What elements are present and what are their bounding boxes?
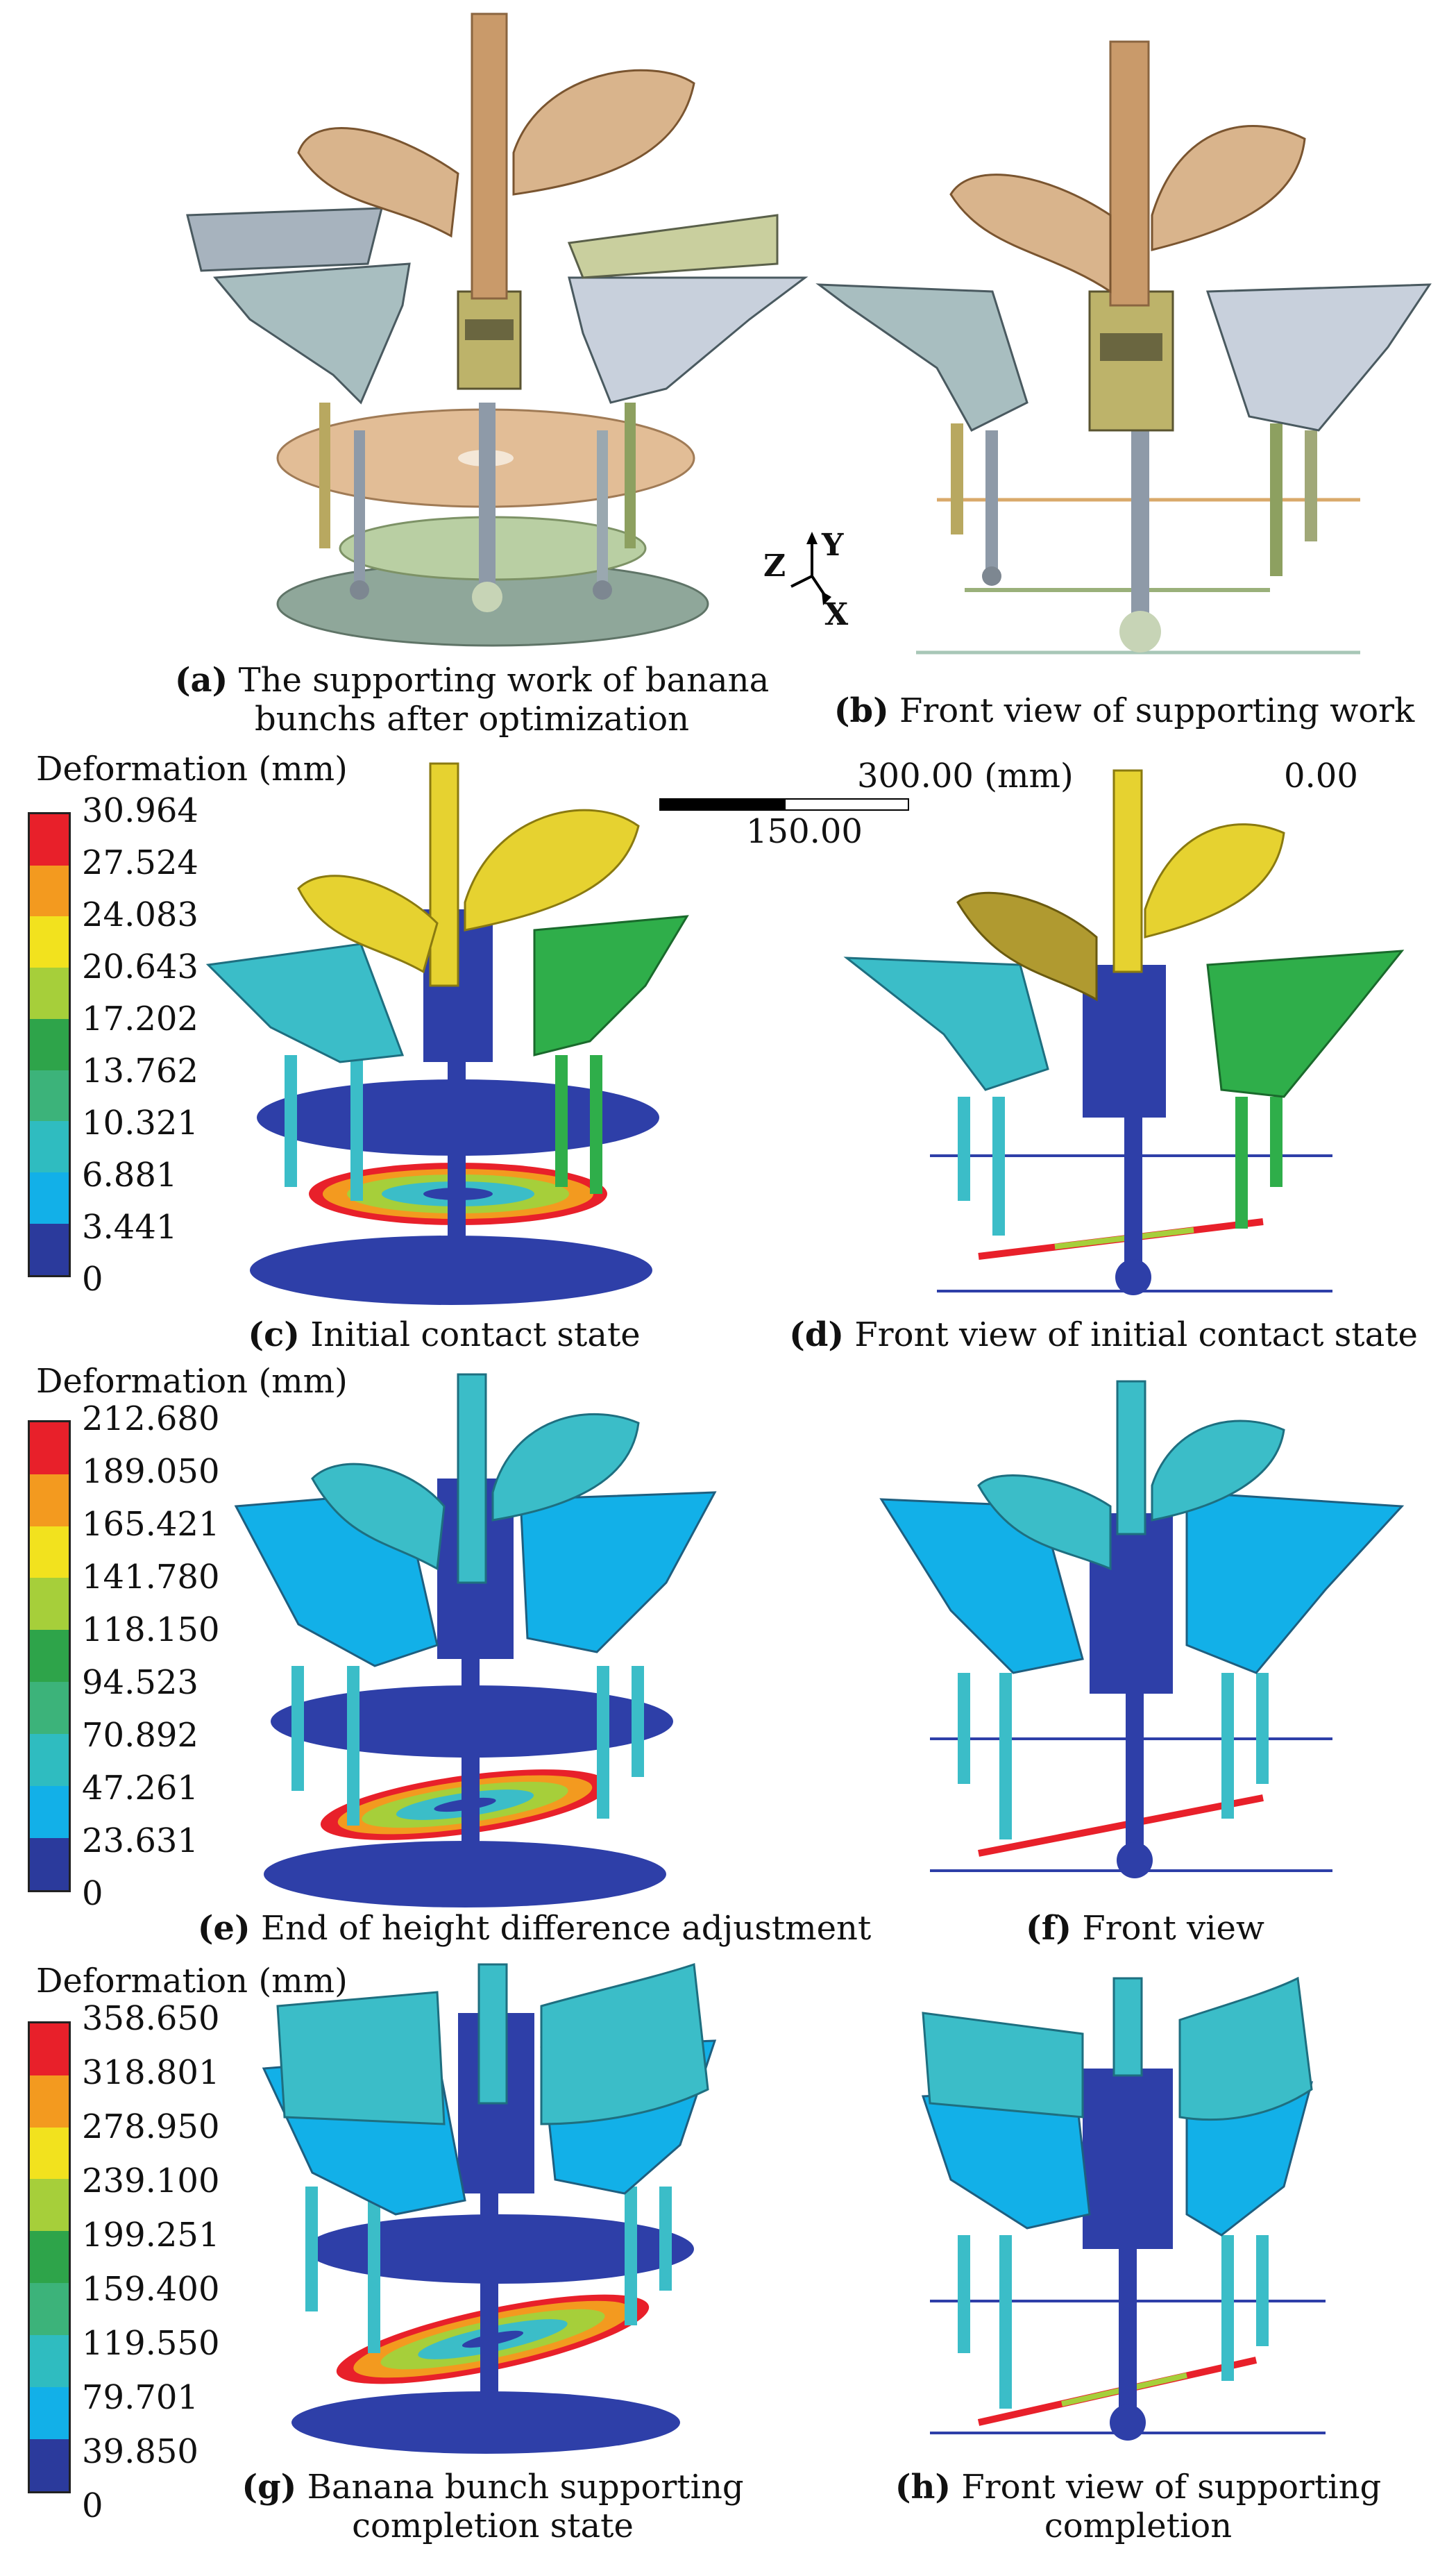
caption-a-line2: bunchs after optimization — [254, 700, 689, 739]
legend-3-tick: 39.850 — [82, 2432, 198, 2471]
scale-bar-right: 300.00 (mm) — [857, 757, 1074, 795]
legend-1-tick: 17.202 — [82, 1000, 198, 1038]
caption-f: (f) Front view — [930, 1909, 1360, 1948]
legend-3-tick: 0 — [82, 2486, 103, 2525]
axis-x-label: X — [824, 597, 849, 632]
caption-c-letter: (c) — [248, 1315, 300, 1354]
legend-3-tick: 79.701 — [82, 2378, 198, 2417]
caption-e-text: End of height difference adjustment — [260, 1909, 872, 1948]
legend-2-colorbar — [28, 1420, 71, 1892]
axis-y-label: Y — [822, 528, 844, 563]
caption-f-letter: (f) — [1026, 1909, 1072, 1948]
panel-e-image — [234, 1373, 736, 1909]
legend-3-title: Deformation (mm) — [36, 1962, 348, 2001]
legend-2-tick: 0 — [82, 1874, 103, 1913]
axis-z-label: Z — [763, 548, 786, 584]
panel-c-image — [201, 762, 701, 1312]
legend-2-tick: 70.892 — [82, 1716, 198, 1755]
legend-3-tick: 159.400 — [82, 2270, 220, 2309]
legend-2-tick: 189.050 — [82, 1452, 220, 1491]
caption-g-line1: Banana bunch supporting — [307, 2468, 744, 2507]
legend-3-colorbar — [28, 2021, 71, 2493]
legend-1-tick: 27.524 — [82, 843, 198, 882]
legend-3-tick: 318.801 — [82, 2053, 220, 2092]
legend-3-tick: 239.100 — [82, 2162, 220, 2200]
caption-f-text: Front view — [1082, 1909, 1264, 1948]
legend-2-tick: 23.631 — [82, 1821, 198, 1860]
legend-1-tick: 13.762 — [82, 1052, 198, 1090]
scale-bar-left: 0.00 — [1284, 757, 1358, 795]
panel-a-image — [180, 12, 809, 666]
legend-2-tick: 118.150 — [82, 1610, 220, 1649]
legend-2-tick: 141.780 — [82, 1558, 220, 1597]
caption-b-letter: (b) — [833, 691, 889, 730]
scale-bar: 300.00 (mm) 0.00 150.00 — [659, 757, 1437, 854]
caption-c-text: Initial contact state — [310, 1315, 641, 1354]
panel-h-image — [921, 1976, 1423, 2450]
caption-e-letter: (e) — [197, 1909, 251, 1948]
legend-3-tick: 199.251 — [82, 2216, 220, 2255]
caption-d: (d) Front view of initial contact state — [756, 1315, 1450, 1354]
legend-2-tick: 94.523 — [82, 1663, 198, 1702]
legend-2-tick: 212.680 — [82, 1399, 220, 1438]
caption-h: (h) Front view of supporting completion — [840, 2468, 1437, 2545]
panel-b-image — [815, 40, 1432, 666]
legend-1-tick: 10.321 — [82, 1104, 198, 1143]
legend-1-title: Deformation (mm) — [36, 750, 348, 789]
caption-g-line2: completion state — [352, 2507, 634, 2545]
legend-1-tick: 3.441 — [82, 1208, 178, 1247]
caption-b-text: Front view of supporting work — [899, 691, 1415, 730]
caption-c: (c) Initial contact state — [167, 1315, 722, 1354]
legend-1-tick: 0 — [82, 1260, 103, 1299]
caption-d-text: Front view of initial contact state — [854, 1315, 1418, 1354]
caption-b: (b) Front view of supporting work — [805, 691, 1444, 730]
legend-2-title: Deformation (mm) — [36, 1362, 348, 1401]
legend-2-tick: 47.261 — [82, 1769, 198, 1808]
caption-d-letter: (d) — [789, 1315, 845, 1354]
panel-f-image — [874, 1380, 1416, 1895]
legend-1-colorbar — [28, 812, 71, 1277]
caption-h-letter: (h) — [895, 2468, 951, 2507]
legend-3-tick: 119.550 — [82, 2324, 220, 2363]
caption-h-line2: completion — [1044, 2507, 1233, 2545]
caption-a: (a) The supporting work of banana bunchs… — [125, 661, 819, 739]
caption-e: (e) End of height difference adjustment — [153, 1909, 916, 1948]
caption-a-line1: The supporting work of banana — [238, 661, 770, 700]
legend-1-tick: 20.643 — [82, 947, 198, 986]
axis-triad: Z Y X — [763, 528, 849, 639]
caption-h-line1: Front view of supporting — [961, 2468, 1382, 2507]
legend-1-tick: 6.881 — [82, 1156, 178, 1195]
legend-1-tick: 24.083 — [82, 895, 198, 934]
caption-a-letter: (a) — [174, 661, 228, 700]
panel-d-image — [843, 769, 1416, 1305]
panel-g-image — [262, 1962, 736, 2454]
legend-3-tick: 278.950 — [82, 2107, 220, 2146]
caption-g-letter: (g) — [242, 2468, 297, 2507]
legend-3-tick: 358.650 — [82, 1999, 220, 2038]
legend-1-tick: 30.964 — [82, 791, 198, 830]
legend-2-tick: 165.421 — [82, 1505, 220, 1544]
caption-g: (g) Banana bunch supporting completion s… — [160, 2468, 826, 2545]
scale-bar-mid: 150.00 — [746, 812, 863, 851]
